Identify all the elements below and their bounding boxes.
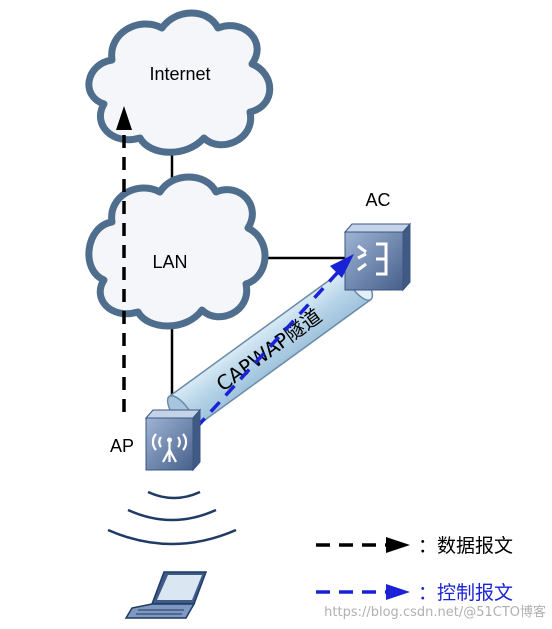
- ac-device: AC: [343, 190, 412, 292]
- laptop-icon: [124, 571, 208, 619]
- legend: ：数据报文 ：控制报文: [316, 535, 513, 604]
- wifi-icon: [151, 433, 188, 463]
- internet-cloud: Internet: [85, 9, 274, 156]
- legend-control-label: ：控制报文: [418, 582, 513, 604]
- wireless-signal-arcs: [107, 490, 237, 546]
- ap-device: AP: [110, 408, 202, 472]
- control-traffic-arrow: [194, 254, 354, 430]
- ac-icon: [357, 242, 388, 276]
- legend-control-item: ：控制报文: [316, 582, 513, 604]
- legend-data-item: ：数据报文: [316, 535, 513, 557]
- data-traffic-arrow: [116, 106, 132, 412]
- internet-label: Internet: [149, 64, 210, 84]
- internet-cloud-shape: [85, 9, 274, 156]
- lan-cloud: LAN: [85, 173, 269, 330]
- watermark-text: https://blog.csdn.net/@51CTO博客: [324, 604, 546, 620]
- lan-label: LAN: [152, 252, 187, 272]
- lan-cloud-shape: [85, 173, 269, 330]
- ac-label: AC: [365, 190, 390, 210]
- legend-data-label: ：数据报文: [418, 535, 513, 557]
- ap-label: AP: [110, 436, 134, 456]
